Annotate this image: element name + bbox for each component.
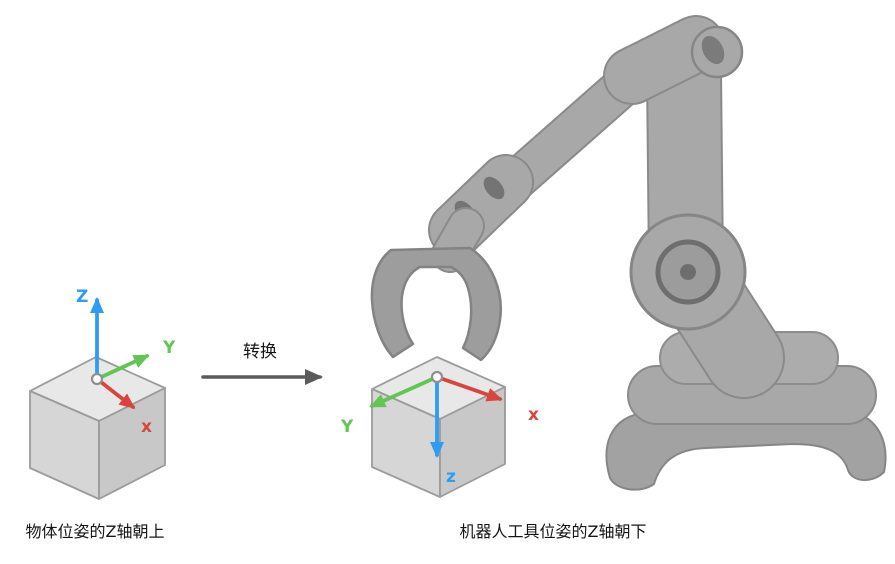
- robot-base-skirt: [605, 410, 887, 491]
- robot-wrist-joint-dot: [483, 176, 505, 200]
- object-frame-origin-dot: [90, 372, 104, 386]
- tool-x-axis: [435, 375, 503, 402]
- tool-y-axis-label: Y: [340, 417, 354, 437]
- object-pose-cube: Z Y x: [29, 287, 176, 500]
- object-y-axis-label: Y: [162, 338, 176, 358]
- object-x-axis: [95, 377, 136, 409]
- object-x-axis-label: x: [141, 417, 152, 437]
- tool-z-axis-label: z: [446, 467, 456, 487]
- object-pose-caption: 物体位姿的Z轴朝上: [26, 522, 165, 541]
- cube-side-face: [439, 386, 506, 498]
- transform-arrow-group: 转换: [201, 342, 323, 385]
- tool-x-axis-label: x: [528, 405, 539, 425]
- object-z-axis-label: Z: [76, 287, 88, 307]
- robot-elbow-joint: [690, 25, 744, 79]
- robot-gripper-claw: [370, 246, 502, 362]
- robot-arm-illustration: [370, 15, 887, 491]
- robot-shoulder-joint: [629, 213, 747, 331]
- tool-pose-cube: x Y z: [340, 356, 539, 498]
- cube-side-face: [98, 387, 166, 500]
- tool-pose-caption: 机器人工具位姿的Z轴朝下: [460, 522, 647, 541]
- object-y-axis: [95, 354, 150, 381]
- tool-frame-origin-dot: [430, 370, 444, 384]
- robot-elbow-housing: [603, 15, 725, 105]
- tool-y-axis: [369, 375, 439, 408]
- transform-label: 转换: [243, 342, 277, 362]
